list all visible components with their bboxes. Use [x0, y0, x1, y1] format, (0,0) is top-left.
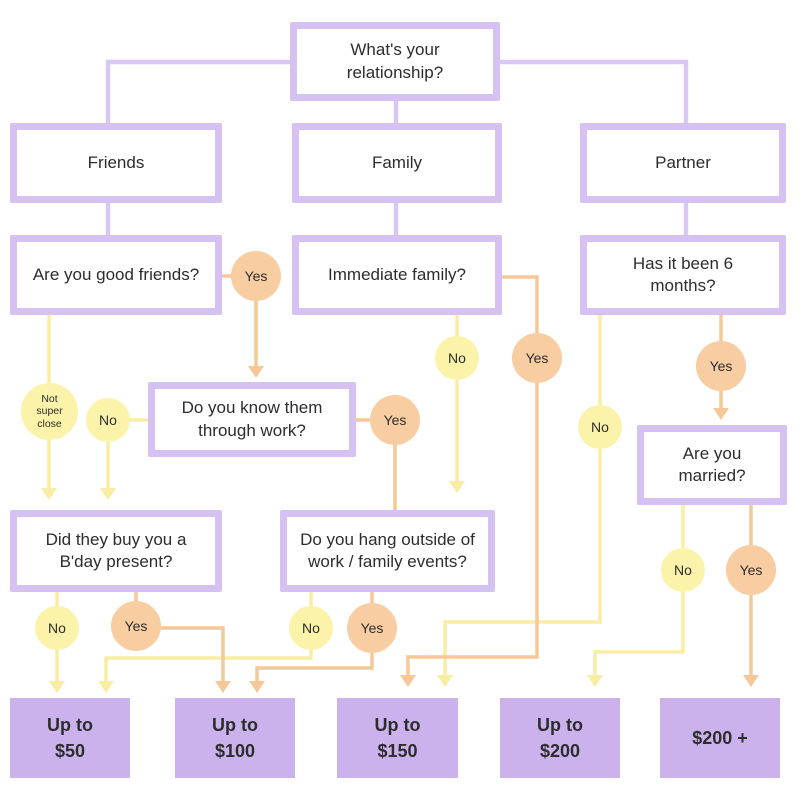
circle-label: Yes [360, 620, 384, 636]
label-circle-work-no: No [86, 398, 130, 442]
node-label: Friends [87, 152, 145, 172]
node-partner: Partner [580, 123, 786, 203]
circle-label: Yes [709, 358, 733, 374]
result-line: $200 [539, 741, 581, 761]
arrowhead-workno-bday [100, 488, 116, 500]
label-circle-hang-yes: Yes [347, 603, 397, 653]
circle-label: Yes [244, 268, 268, 284]
result-line: Up to [374, 714, 421, 735]
result-line: Up to [47, 714, 93, 735]
result-line: $50 [54, 741, 86, 761]
circle-label: Yes [525, 350, 549, 366]
label-circle-immediate-no: No [435, 336, 479, 380]
result-up-to-200: Up to $200 [500, 698, 620, 778]
label-circle-hang-no: No [289, 606, 333, 650]
node-know-them-through-work: Do you know them through work? [148, 382, 356, 457]
arrowhead-bdayyes-100 [215, 681, 231, 693]
arrowhead-hangno-50 [98, 681, 114, 693]
circle-label: No [99, 412, 117, 428]
circle-label: Yes [739, 562, 763, 578]
node-label: Has it been 6 months? [632, 253, 734, 295]
label-circle-good-friends-yes: Yes [231, 251, 281, 301]
label-circle-6months-no: No [578, 405, 622, 449]
circle-label: No [302, 620, 320, 636]
result-200-plus: $200 + [660, 698, 780, 778]
label-circle-married-no: No [661, 548, 705, 592]
result-line: Up to [537, 714, 583, 735]
circle-label: No [448, 350, 466, 366]
node-family: Family [292, 123, 502, 203]
node-bday-present: Did they buy you a B'day present? [10, 510, 222, 592]
circle-label: No [674, 562, 692, 578]
result-line: Up to [212, 714, 258, 735]
arrowhead-hangyes-100 [249, 681, 265, 693]
result-up-to-50: Up to $50 [10, 698, 130, 778]
node-immediate-family: Immediate family? [292, 235, 502, 315]
node-label: Immediate family? [328, 264, 466, 284]
label-circle-6months-yes: Yes [696, 341, 746, 391]
node-label: What's your relationship? [346, 40, 444, 82]
result-line: $200 + [692, 727, 748, 748]
node-are-you-married: Are you married? [637, 425, 787, 505]
arrowhead-immyes-150 [400, 675, 416, 687]
node-label: Do you hang outside of work / family eve… [300, 529, 475, 571]
arrowhead-bdayno-50 [49, 681, 65, 693]
label-circle-not-super-close: Not super close [21, 383, 78, 440]
arrowhead-m6no-150 [437, 675, 453, 687]
node-label: Do you know them through work? [181, 398, 323, 440]
result-line: $150 [377, 741, 418, 761]
node-label: Family [371, 152, 423, 172]
arrowhead-maryes-200plus [743, 675, 759, 687]
node-label: Did they buy you a B'day present? [45, 529, 187, 571]
circle-label: Not super close [36, 393, 63, 430]
label-circle-work-yes: Yes [370, 395, 420, 445]
circle-label: Yes [383, 412, 407, 428]
arrowhead-notclose-bday [41, 488, 57, 500]
node-are-you-good-friends: Are you good friends? [10, 235, 222, 315]
node-has-it-been-6-months: Has it been 6 months? [580, 235, 786, 315]
node-label: Are you married? [678, 443, 746, 485]
result-up-to-100: Up to $100 [175, 698, 295, 778]
edge-sixmonths-no-150 [443, 315, 602, 677]
node-label: Partner [655, 152, 711, 172]
arrowhead-immno-hang [449, 481, 465, 493]
edge-root-friends [105, 59, 290, 123]
circle-label: No [48, 620, 66, 636]
label-circle-married-yes: Yes [726, 545, 776, 595]
arrowhead-m6yes-married [713, 408, 729, 420]
node-whats-your-relationship: What's your relationship? [290, 22, 500, 101]
circle-label: Yes [124, 618, 148, 634]
result-line: $100 [214, 741, 256, 761]
result-up-to-150: Up to $150 [337, 698, 458, 778]
label-circle-bday-no: No [35, 606, 79, 650]
node-label: Are you good friends? [32, 264, 200, 284]
arrowhead-marno-200 [587, 675, 603, 687]
label-circle-bday-yes: Yes [111, 601, 161, 651]
label-circle-immediate-yes: Yes [512, 333, 562, 383]
edge-root-partner [500, 59, 689, 123]
arrowhead-gfyes-work [248, 366, 264, 378]
node-friends: Friends [10, 123, 222, 203]
node-hang-outside-work-family: Do you hang outside of work / family eve… [280, 510, 495, 592]
edge-married-no-200 [593, 505, 685, 677]
edge-immediate-yes-150 [406, 275, 539, 677]
circle-label: No [591, 419, 609, 435]
